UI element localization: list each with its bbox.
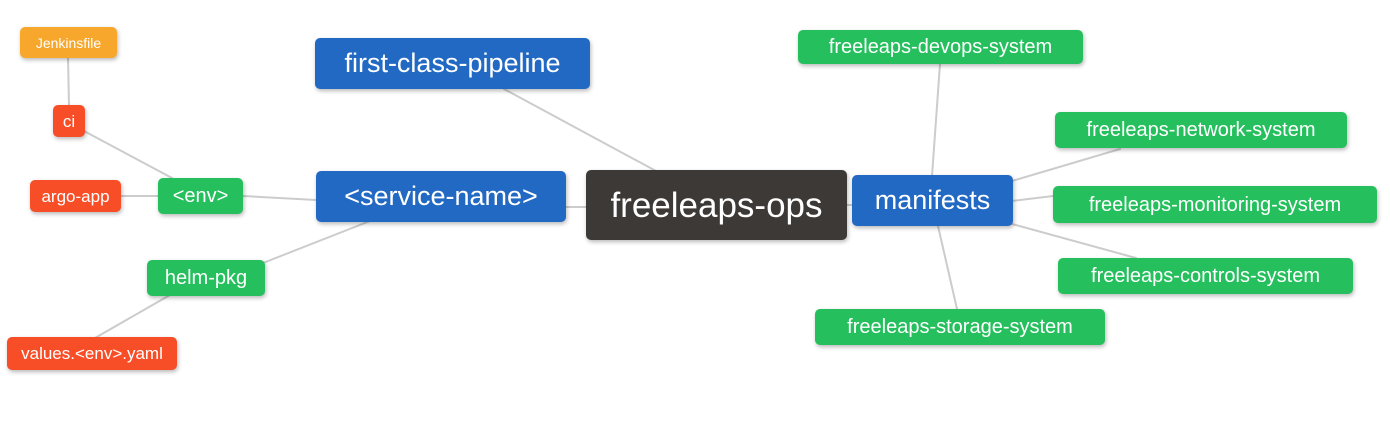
edge-pipeline-freeleaps-ops [503,88,657,172]
edge-manifests-storage [937,225,958,310]
node-ci[interactable]: ci [53,105,85,137]
node-first-class-pipeline[interactable]: first-class-pipeline [315,38,590,89]
node-argo-app[interactable]: argo-app [30,180,121,212]
edge-manifests-network [1011,148,1121,182]
node-helm-pkg[interactable]: helm-pkg [147,260,265,296]
node-freeleaps-ops[interactable]: freeleaps-ops [586,170,847,240]
edge-values-helm-pkg [94,294,171,339]
node-freeleaps-devops-system[interactable]: freeleaps-devops-system [798,30,1083,64]
node-jenkinsfile[interactable]: Jenkinsfile [20,27,117,58]
node-service-name[interactable]: <service-name> [316,171,566,222]
edge-ci-env [83,130,173,179]
edge-jenkinsfile-ci [67,56,70,107]
edge-manifests-monitoring [1011,195,1054,202]
node-freeleaps-storage-system[interactable]: freeleaps-storage-system [815,309,1105,345]
node-manifests[interactable]: manifests [852,175,1013,226]
node-freeleaps-network-system[interactable]: freeleaps-network-system [1055,112,1347,148]
node-values-env-yaml[interactable]: values.<env>.yaml [7,337,177,370]
edge-env-service-name [242,195,317,201]
node-freeleaps-monitoring-system[interactable]: freeleaps-monitoring-system [1053,186,1377,223]
edge-manifests-controls [1011,223,1137,259]
edge-helm-pkg-service-name [262,220,371,264]
edge-manifests-devops [931,63,941,177]
node-env[interactable]: <env> [158,178,243,214]
node-freeleaps-controls-system[interactable]: freeleaps-controls-system [1058,258,1353,294]
